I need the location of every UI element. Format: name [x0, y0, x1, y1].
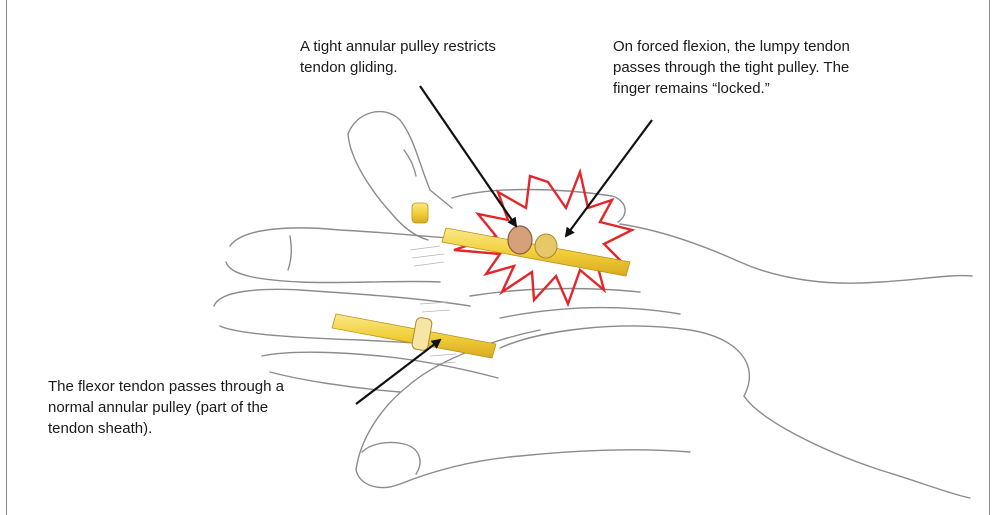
- hand-sketch: [214, 112, 972, 498]
- normal-tendon: [332, 314, 496, 358]
- index-tendon-stub: [412, 203, 428, 223]
- tendon-nodule-icon: [535, 234, 557, 258]
- tight-pulley-callout: A tight annular pulley restricts tendon …: [300, 36, 590, 78]
- tight-pulley-icon: [508, 226, 532, 254]
- arrow-tight-pulley: [420, 86, 516, 226]
- locked-finger-callout: On forced flexion, the lumpy tendon pass…: [613, 36, 973, 99]
- normal-pulley-callout: The flexor tendon passes through a norma…: [48, 376, 368, 439]
